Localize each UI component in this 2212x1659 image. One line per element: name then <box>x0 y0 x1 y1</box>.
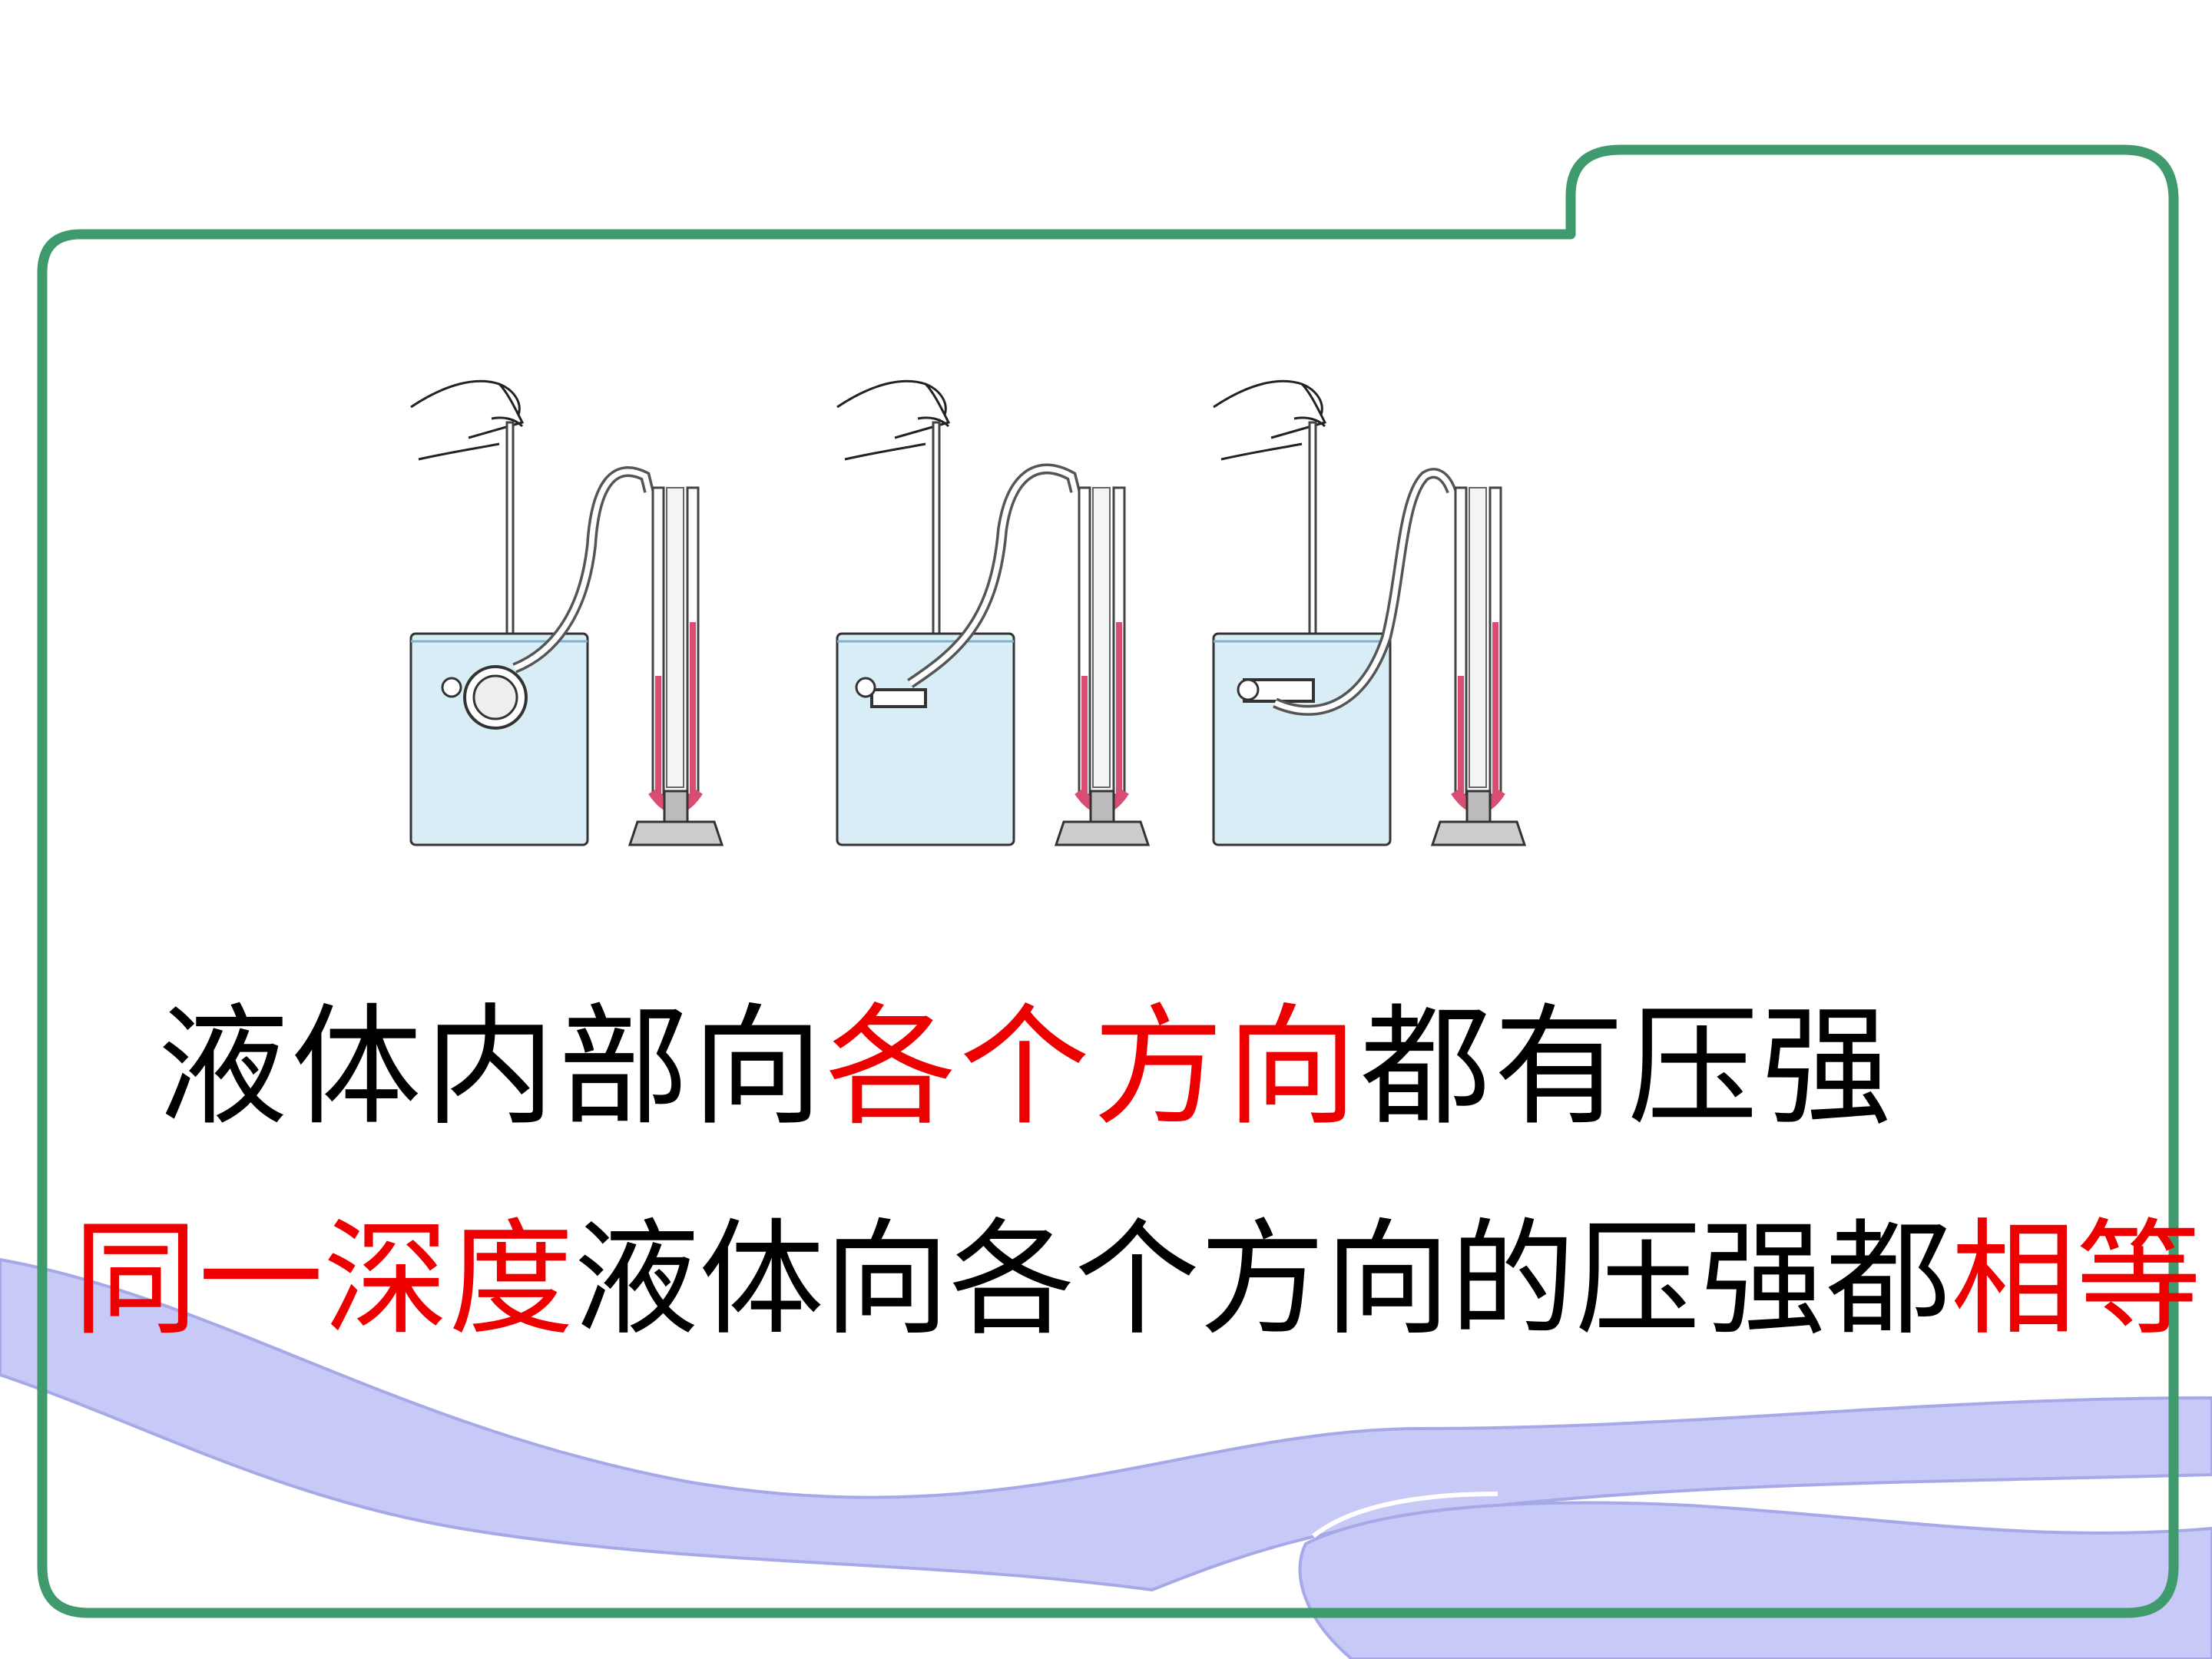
beaker <box>409 632 589 846</box>
apparatus-3 <box>1212 379 1527 846</box>
hand-icon <box>836 379 951 461</box>
manometer-liquid-left <box>1081 676 1088 795</box>
pressure-experiment-figure <box>409 379 1527 846</box>
line2-segment-2: 液体向各个方向的压强都 <box>574 1207 1952 1353</box>
wave-highlight <box>1312 1492 1498 1538</box>
frame-outline <box>37 144 2179 1618</box>
line2-segment-1: 同一深度 <box>73 1207 575 1353</box>
apparatus-2 <box>836 379 1151 846</box>
probe-joint <box>441 677 462 698</box>
wave-lower <box>1298 1501 2212 1659</box>
wave-upper <box>0 1257 2212 1592</box>
probe-head <box>870 688 927 708</box>
probe-joint <box>855 677 876 698</box>
hand-icon <box>1213 379 1327 461</box>
hand-icon <box>410 379 525 461</box>
manometer-liquid-left <box>655 676 661 795</box>
beaker <box>836 632 1015 846</box>
statement-line-2: 同一深度液体向各个方向的压强都相等 <box>73 1217 2201 1343</box>
apparatus-1 <box>409 379 724 846</box>
manometer-liquid-right <box>690 622 696 795</box>
probe-joint <box>1237 678 1260 701</box>
line2-segment-3: 相等 <box>1951 1207 2202 1353</box>
statement-line-1: 液体内部向各个方向都有压强 <box>157 1002 1895 1133</box>
manometer-liquid-right <box>1116 622 1122 795</box>
line1-segment-2: 各个方向 <box>826 992 1361 1144</box>
manometer-liquid-left <box>1458 676 1464 795</box>
u-tube-manometer <box>1054 486 1151 846</box>
beaker <box>1212 632 1392 846</box>
u-tube-manometer <box>628 486 724 846</box>
line1-segment-1: 液体内部向 <box>157 992 826 1144</box>
u-tube-manometer <box>1430 486 1527 846</box>
probe-membrane <box>472 674 518 720</box>
manometer-liquid-right <box>1492 622 1498 795</box>
line1-segment-3: 都有压强 <box>1360 992 1896 1144</box>
